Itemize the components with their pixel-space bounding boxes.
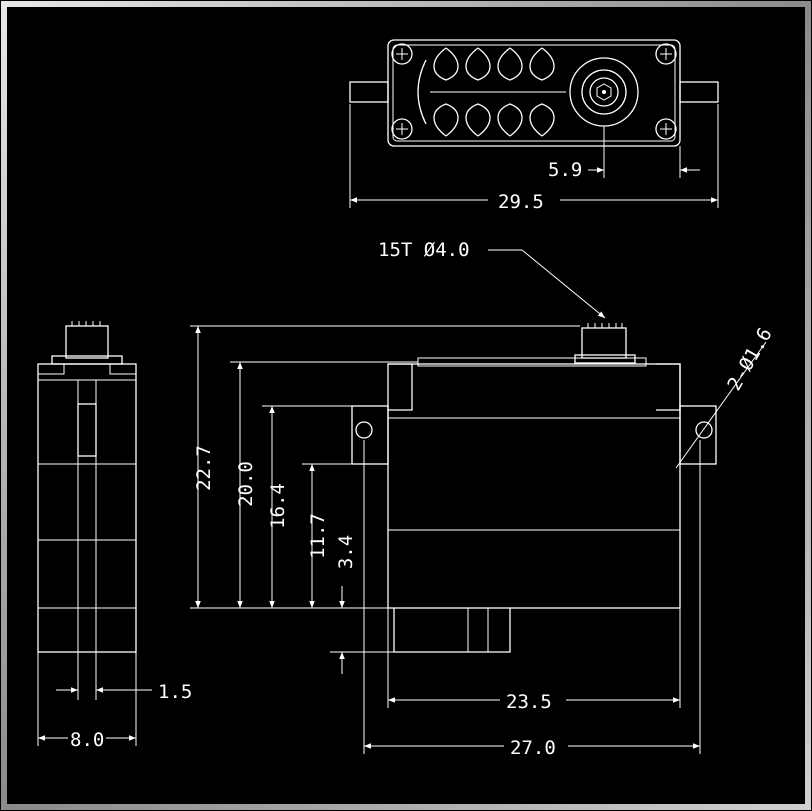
spline-callout: 15T Ø4.0 xyxy=(378,239,606,319)
dim-side-small: 1.5 xyxy=(158,681,192,703)
side-view xyxy=(37,321,137,700)
screw-icon xyxy=(391,43,677,140)
hole-label: 2-Ø1.6 xyxy=(723,324,776,394)
top-dimensions: 29.5 5.9 xyxy=(349,104,719,213)
dim-height-total: 22.7 xyxy=(193,445,215,491)
spline-label: 15T Ø4.0 xyxy=(378,239,470,261)
dim-body-width: 23.5 xyxy=(506,691,552,713)
dim-flange-width: 27.0 xyxy=(510,737,556,759)
dim-height-11: 11.7 xyxy=(307,513,329,559)
height-dimensions: 22.7 20.0 16.4 11.7 3.4 xyxy=(190,325,580,674)
dim-top-width: 29.5 xyxy=(498,191,544,213)
side-dimensions: 1.5 8.0 xyxy=(37,652,192,751)
dim-side-width: 8.0 xyxy=(70,729,104,751)
top-view xyxy=(349,39,719,147)
width-dimensions: 23.5 27.0 xyxy=(363,440,701,759)
front-view xyxy=(351,323,717,653)
dim-height-20: 20.0 xyxy=(235,461,257,507)
dim-height-3: 3.4 xyxy=(335,535,357,569)
dim-height-16: 16.4 xyxy=(267,483,289,529)
hole-callout: 2-Ø1.6 xyxy=(675,324,777,469)
dim-top-offset: 5.9 xyxy=(548,159,582,181)
